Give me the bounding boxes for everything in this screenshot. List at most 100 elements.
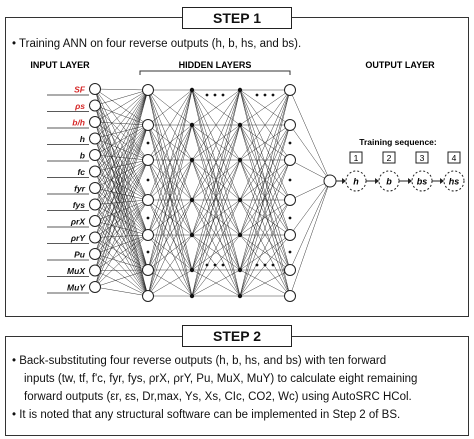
connection-line <box>94 234 149 255</box>
connection-line <box>94 121 149 297</box>
ellipsis-dot <box>146 216 150 220</box>
connection-line <box>191 89 241 297</box>
hidden-node-dot <box>237 232 243 238</box>
ellipsis-dot <box>221 263 225 267</box>
connection-line <box>94 89 149 139</box>
connection-line <box>94 199 149 271</box>
connection-line <box>191 159 241 271</box>
connection-line <box>147 124 193 271</box>
hidden-node <box>142 154 154 166</box>
input-label: fyr <box>74 184 86 194</box>
step2-bullet-1: • Back-substituting four reverse outputs… <box>12 355 386 367</box>
network-nodes <box>89 83 465 302</box>
connection-line <box>239 89 291 201</box>
hidden-layers-bracket <box>139 70 291 75</box>
hidden-node-dot <box>237 87 243 93</box>
connection-line <box>94 159 149 172</box>
connection-line <box>94 159 149 238</box>
ellipsis-dot <box>221 93 225 97</box>
connection-line <box>239 159 291 271</box>
connection-line <box>94 199 149 205</box>
hidden-node-dot <box>189 267 195 273</box>
connection-line <box>239 89 291 161</box>
input-node <box>89 198 101 211</box>
step2-title: STEP 2 <box>182 325 292 347</box>
step2-line-4: It is noted that any structural software… <box>19 409 401 421</box>
input-node <box>89 83 101 95</box>
ellipsis-dot <box>263 93 267 97</box>
connection-line <box>94 204 149 297</box>
connection-line <box>191 89 241 271</box>
bullet-dot: • <box>12 355 17 367</box>
connection-line <box>289 159 331 182</box>
connection-line <box>289 124 331 182</box>
connection-line <box>94 159 149 288</box>
input-node <box>89 264 101 277</box>
step1-bullet-text: Training ANN on four reverse outputs (h,… <box>19 38 302 50</box>
connection-line <box>94 89 149 123</box>
input-label: ρs <box>74 101 85 111</box>
connection-line <box>94 234 149 288</box>
connection-line <box>289 180 331 297</box>
hidden-node-dot <box>189 122 195 128</box>
step2-bullet-2: • It is noted that any structural softwa… <box>12 409 400 421</box>
connection-line <box>94 159 149 189</box>
ellipsis-dot <box>271 263 275 267</box>
hidden-node <box>142 194 154 206</box>
connection-line <box>191 124 241 297</box>
network-connections <box>94 88 331 297</box>
connection-line <box>94 269 149 288</box>
connection-line <box>147 89 193 201</box>
connection-line <box>94 88 149 126</box>
hidden-node <box>284 264 296 276</box>
input-label: Pu <box>74 250 86 260</box>
connection-line <box>94 105 149 236</box>
sequence-number: 2 <box>387 153 392 163</box>
sequence-number-box <box>447 151 461 164</box>
hidden-node-dot <box>189 87 195 93</box>
connection-line <box>94 269 149 271</box>
arrow-head <box>375 178 379 184</box>
ellipsis-dot <box>263 263 267 267</box>
connection-line <box>94 124 149 288</box>
hidden-node <box>142 290 154 302</box>
connection-line <box>94 220 149 297</box>
connection-line <box>94 89 149 205</box>
connection-line <box>94 124 149 172</box>
connection-line <box>94 121 149 271</box>
connection-line <box>191 234 241 271</box>
output-circle <box>443 170 465 192</box>
connection-line <box>94 124 149 238</box>
connection-line <box>147 89 193 126</box>
connection-line <box>239 89 291 297</box>
connection-line <box>94 121 149 161</box>
connection-line <box>94 121 149 201</box>
connection-line <box>289 180 331 271</box>
connection-line <box>191 89 241 236</box>
hidden-node <box>142 229 154 241</box>
arrow-head <box>342 178 346 184</box>
hidden-node-dot <box>189 157 195 163</box>
ellipsis-dot <box>288 141 292 145</box>
connection-line <box>147 159 193 271</box>
connection-line <box>147 89 193 297</box>
step2-line-2-row: inputs (tw, tf, f'c, fyr, fys, ρrX, ρrY,… <box>24 373 417 385</box>
input-label: MuX <box>67 266 86 276</box>
connection-line <box>94 105 149 126</box>
connection-line <box>147 199 193 236</box>
input-node <box>89 182 101 194</box>
ellipsis-dot <box>205 93 209 97</box>
connection-line <box>94 124 149 156</box>
connection-line <box>239 89 291 236</box>
hidden-node-dot <box>189 232 195 238</box>
ellipsis-dot <box>288 178 292 182</box>
ellipsis-dot <box>146 250 150 254</box>
output-label: bs <box>417 177 428 187</box>
step2-line-1: Back-substituting four reverse outputs (… <box>19 355 387 367</box>
hidden-node <box>142 119 154 131</box>
connection-line <box>147 199 193 271</box>
hidden-node <box>284 229 296 241</box>
step2-line-3: forward outputs (εr, εs, Dr,max, Ys, Xs,… <box>24 391 412 403</box>
